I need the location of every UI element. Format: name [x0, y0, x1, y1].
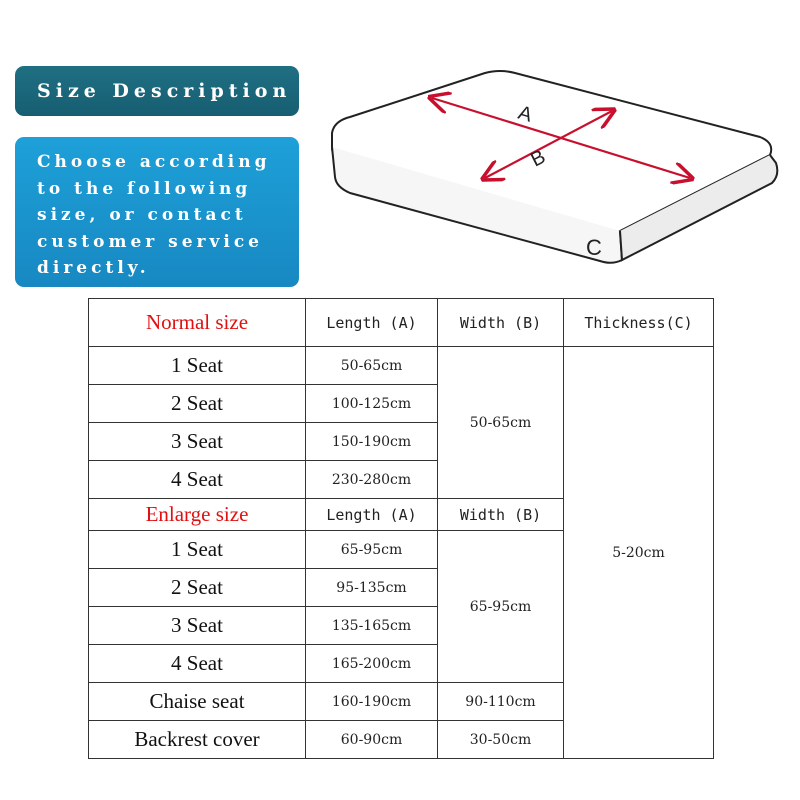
col-thickness-header: Thickness(C) [563, 298, 714, 347]
width-value: 90-110cm [437, 682, 564, 721]
col-length-header: Length (A) [305, 298, 438, 347]
table-row: 1 Seat 65-95cm 65-95cm [88, 530, 714, 683]
arrow-width-b [485, 111, 612, 178]
cushion-front-face [331, 146, 624, 264]
length-value: 160-190cm [305, 682, 438, 721]
row-label: 1 Seat [88, 346, 306, 385]
col-width-header: Width (B) [437, 498, 564, 531]
table-row: 1 Seat 50-65cm 50-65cm 5-20cm [88, 346, 714, 759]
row-label: Backrest cover [88, 720, 306, 759]
row-label: 2 Seat [88, 568, 306, 607]
length-value: 100-125cm [305, 384, 438, 423]
length-value: 230-280cm [305, 460, 438, 499]
length-value: 60-90cm [305, 720, 438, 759]
thickness-value: 5-20cm [563, 346, 714, 759]
size-description-title: Size Description [15, 66, 299, 116]
size-instructions-text: Choose according to the following size, … [15, 137, 299, 287]
length-value: 165-200cm [305, 644, 438, 683]
col-length-header: Length (A) [305, 498, 438, 531]
label-c: C [586, 235, 602, 260]
length-value: 150-190cm [305, 422, 438, 461]
normal-width-value: 50-65cm [437, 346, 564, 499]
row-label: 2 Seat [88, 384, 306, 423]
table-row: Chaise seat 160-190cm 90-110cm [88, 682, 714, 721]
table-row: 3 Seat 150-190cm [88, 422, 714, 461]
enlarge-size-label: Enlarge size [88, 498, 306, 531]
row-label: Chaise seat [88, 682, 306, 721]
enlarge-header-row: Enlarge size Length (A) Width (B) [88, 498, 714, 531]
width-value: 30-50cm [437, 720, 564, 759]
col-width-header: Width (B) [437, 298, 564, 347]
normal-header-row: Normal size Length (A) Width (B) Thickne… [88, 298, 714, 347]
length-value: 95-135cm [305, 568, 438, 607]
length-value: 50-65cm [305, 346, 438, 385]
cushion-diagram: A B C [331, 70, 779, 264]
row-label: 3 Seat [88, 422, 306, 461]
length-value: 135-165cm [305, 606, 438, 645]
size-table: Normal size Length (A) Width (B) Thickne… [88, 298, 714, 759]
table-row: Backrest cover 60-90cm 30-50cm [88, 720, 714, 759]
cushion-side-face [619, 154, 779, 262]
row-label: 1 Seat [88, 530, 306, 569]
length-value: 65-95cm [305, 530, 438, 569]
row-label: 4 Seat [88, 460, 306, 499]
enlarge-width-value: 65-95cm [437, 530, 564, 683]
row-label: 3 Seat [88, 606, 306, 645]
row-label: 4 Seat [88, 644, 306, 683]
table-row: 4 Seat 230-280cm [88, 460, 714, 499]
table-row: 4 Seat 165-200cm [88, 644, 714, 683]
normal-size-label: Normal size [88, 298, 306, 347]
table-row: 2 Seat 95-135cm [88, 568, 714, 607]
